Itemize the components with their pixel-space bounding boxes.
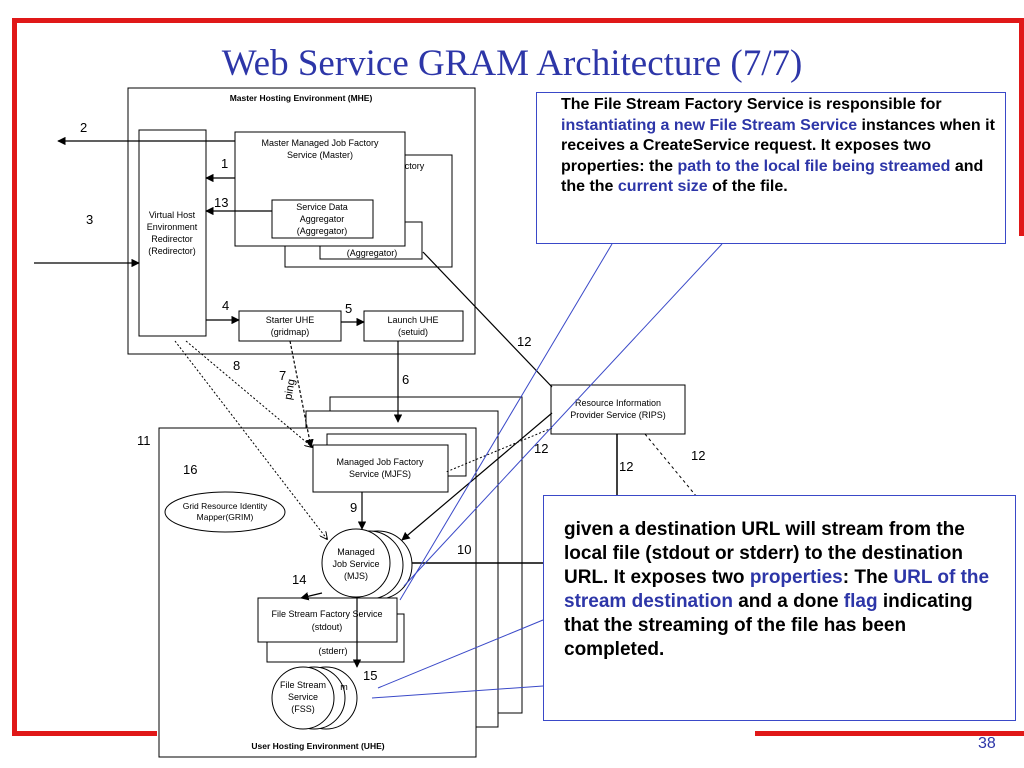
- fsfs-box: [257, 597, 398, 643]
- rips-box: [550, 384, 686, 435]
- step-label-12-top: 12: [517, 334, 531, 349]
- callout-pointer-1: [399, 243, 613, 601]
- launch-uhe-label-2: (setuid): [398, 327, 428, 337]
- grim-label-1: Grid Resource Identity: [183, 501, 268, 511]
- slide-frame-bottom-left: [12, 731, 157, 736]
- arrow-14: [300, 592, 323, 601]
- callout-bottom-seg-2: : The: [842, 567, 894, 588]
- step-label-6: 6: [402, 372, 409, 387]
- step-label-15: 15: [363, 668, 377, 683]
- ping-label: ping: [282, 378, 297, 401]
- callout-top-seg-3: path to the local file being streamed: [677, 157, 951, 175]
- launch-uhe-box: [363, 310, 464, 342]
- callout-file-stream-factory: The File Stream Factory Service is respo…: [536, 92, 1006, 244]
- starter-uhe-label-2: (gridmap): [271, 327, 310, 337]
- line-12-mjfs: [445, 427, 553, 473]
- step-label-5: 5: [345, 301, 352, 316]
- callout-top-seg-6: of the file.: [707, 178, 788, 195]
- callout-bottom-seg-3: URL of the stream destination: [564, 567, 990, 612]
- line-12-rips: [422, 251, 553, 388]
- callout-bottom-seg-6: indicating that the streaming of the fil…: [564, 591, 973, 660]
- fss-label-3: (FSS): [291, 704, 315, 714]
- aggregator-label-3: (Aggregator): [297, 226, 348, 236]
- aggregator-box: [271, 199, 374, 239]
- master-factory-label-1: Master Managed Job Factory: [261, 138, 379, 148]
- grim-label-2: Mapper(GRIM): [197, 512, 254, 522]
- callout-top-seg-4: and the the: [561, 157, 984, 196]
- arrow-8b: [174, 340, 327, 539]
- callout-pointer-4: [371, 685, 544, 699]
- step-label-8: 8: [233, 358, 240, 373]
- step-label-16: 16: [183, 462, 197, 477]
- back-factory-fragment-1: actory: [400, 161, 425, 171]
- callout-top-seg-2: instances when it receives a CreateServi…: [561, 116, 995, 175]
- fsfs-back-label: (stderr): [319, 646, 348, 656]
- mjs-label-3: (MJS): [344, 571, 368, 581]
- step-label-12-left: 12: [534, 441, 548, 456]
- starter-uhe-label-1: Starter UHE: [266, 315, 315, 325]
- mjfs-label-1: Managed Job Factory: [336, 457, 424, 467]
- arrow-12-mjs: [401, 412, 553, 541]
- grim-ellipse: [164, 491, 286, 533]
- rips-label-1: Resource Information: [575, 398, 661, 408]
- fsfs-label-2: (stdout): [312, 622, 343, 632]
- aggregator-label-2: Aggregator: [300, 214, 345, 224]
- mjs-label-2: Job Service: [332, 559, 379, 569]
- callout-top-seg-1: instantiating a new File Stream Service: [561, 116, 858, 134]
- step-label-10: 10: [457, 542, 471, 557]
- redirector-label-4: (Redirector): [148, 246, 196, 256]
- aggregator-label-1: Service Data: [296, 202, 348, 212]
- step-label-12-mid: 12: [619, 459, 633, 474]
- callout-top-seg-5: current size: [617, 178, 708, 195]
- redirector-label-1: Virtual Host: [149, 210, 196, 220]
- redirector-label-2: Environment: [147, 222, 198, 232]
- mjs-circle: [321, 528, 391, 598]
- slide-frame-bottom-right: [755, 731, 1024, 736]
- page-number: 38: [978, 735, 996, 752]
- step-label-12-right: 12: [691, 448, 705, 463]
- step-label-11: 11: [137, 433, 151, 448]
- redirector-box: [138, 129, 207, 337]
- fss-label-2: Service: [288, 692, 318, 702]
- mhe-label: Master Hosting Environment (MHE): [230, 93, 373, 103]
- mjfs-label-2: Service (MJFS): [349, 469, 411, 479]
- step-label-13: 13: [214, 195, 228, 210]
- fss-label-1: File Stream: [280, 680, 326, 690]
- slide-title: Web Service GRAM Architecture (7/7): [221, 43, 803, 84]
- slide-frame-left: [12, 18, 17, 736]
- callout-pointer-2: [403, 243, 723, 587]
- callout-top-seg-0: The File Stream Factory Service is respo…: [561, 96, 942, 113]
- redirector-label-3: Redirector: [151, 234, 193, 244]
- fsfs-label-1: File Stream Factory Service: [271, 609, 382, 619]
- callout-bottom-seg-4: and a done: [732, 591, 844, 612]
- mjs-label-1: Managed: [337, 547, 375, 557]
- uhe-label: User Hosting Environment (UHE): [251, 741, 384, 751]
- callout-bottom-seg-5: flag: [843, 591, 878, 612]
- fss-circle: [271, 666, 335, 730]
- step-label-14: 14: [292, 572, 306, 587]
- slide-frame-right: [1019, 18, 1024, 236]
- aggregator-back-label: (Aggregator): [347, 248, 398, 258]
- step-label-2: 2: [80, 120, 87, 135]
- fss-fragment: m: [340, 682, 348, 692]
- master-factory-label-2: Service (Master): [287, 150, 353, 160]
- callout-bottom-seg-1: properties: [749, 567, 843, 588]
- callout-bottom-seg-0: given a destination URL will stream from…: [564, 519, 965, 588]
- step-label-1: 1: [221, 156, 228, 171]
- step-label-3: 3: [86, 212, 93, 227]
- arrow-7: [289, 340, 314, 448]
- step-label-7: 7: [279, 368, 286, 383]
- mjfs-box: [312, 444, 449, 493]
- callout-file-stream-service: given a destination URL will stream from…: [543, 495, 1016, 721]
- step-label-9: 9: [350, 500, 357, 515]
- arrow-8: [185, 340, 312, 447]
- callout-pointer-3: [377, 619, 544, 689]
- rips-label-2: Provider Service (RIPS): [570, 410, 666, 420]
- launch-uhe-label-1: Launch UHE: [387, 315, 438, 325]
- starter-uhe-box: [238, 310, 342, 342]
- step-label-4: 4: [222, 298, 229, 313]
- slide-frame-top: [12, 18, 1022, 23]
